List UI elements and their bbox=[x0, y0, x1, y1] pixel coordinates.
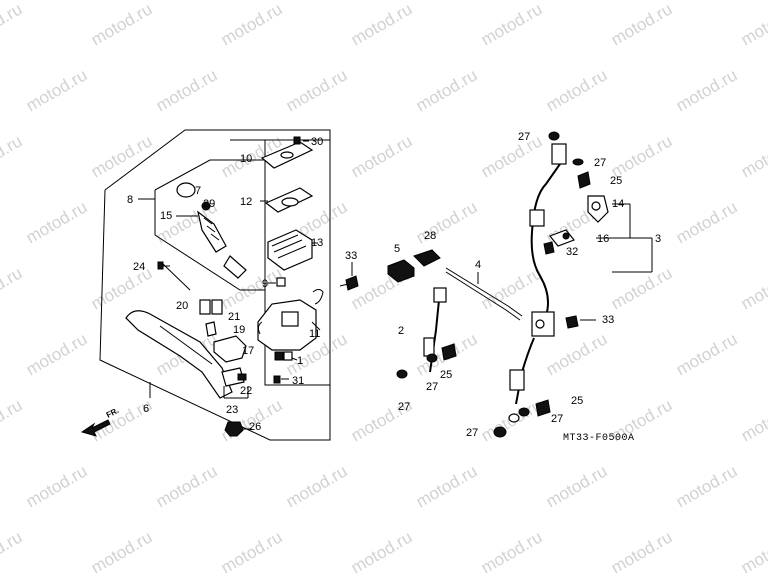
callout-27-bottom: 27 bbox=[466, 427, 478, 439]
master-cylinder-assembly: FR. bbox=[80, 129, 331, 441]
watermark-text: motod.ru bbox=[348, 0, 416, 49]
watermark-text: motod.ru bbox=[218, 0, 286, 49]
watermark-text: motod.ru bbox=[673, 461, 741, 511]
callout-24: 24 bbox=[133, 261, 145, 273]
watermark-text: motod.ru bbox=[23, 197, 91, 247]
watermark-text: motod.ru bbox=[348, 131, 416, 181]
callout-27-top: 27 bbox=[518, 131, 530, 143]
watermark-text: motod.ru bbox=[88, 527, 156, 576]
watermark-text: motod.ru bbox=[413, 197, 481, 247]
callout-27-mid: 27 bbox=[426, 381, 438, 393]
callout-29: 29 bbox=[203, 198, 215, 210]
watermark-text: motod.ru bbox=[23, 65, 91, 115]
watermark-text: motod.ru bbox=[0, 0, 25, 49]
callout-27-upper: 27 bbox=[594, 157, 606, 169]
callout-25-upper: 25 bbox=[610, 175, 622, 187]
callout-1: 1 bbox=[297, 355, 303, 367]
callout-27-left: 27 bbox=[398, 401, 410, 413]
watermark-text: motod.ru bbox=[0, 527, 25, 576]
callout-5: 5 bbox=[394, 243, 400, 255]
watermark-text: motod.ru bbox=[478, 263, 546, 313]
callout-27-lower: 27 bbox=[551, 413, 563, 425]
callout-15: 15 bbox=[160, 210, 172, 222]
callout-26: 26 bbox=[249, 421, 261, 433]
callout-25-lower: 25 bbox=[571, 395, 583, 407]
watermark-text: motod.ru bbox=[23, 329, 91, 379]
watermark-text: motod.ru bbox=[88, 131, 156, 181]
watermark-text: motod.ru bbox=[478, 131, 546, 181]
callout-labels: 30 10 7 8 29 12 15 13 33 24 9 20 21 19 1… bbox=[127, 131, 661, 439]
callout-25-mid: 25 bbox=[440, 369, 452, 381]
callout-12: 12 bbox=[240, 196, 252, 208]
brake-hose-assembly bbox=[396, 131, 653, 438]
watermark-text: motod.ru bbox=[738, 527, 768, 576]
clamp-parts bbox=[339, 249, 441, 291]
callout-10: 10 bbox=[240, 153, 252, 165]
callout-11: 11 bbox=[309, 328, 320, 340]
callout-20: 20 bbox=[176, 300, 188, 312]
callout-16: 16 bbox=[597, 233, 609, 245]
watermark-text: motod.ru bbox=[478, 0, 546, 49]
watermark-text: motod.ru bbox=[608, 263, 676, 313]
callout-19: 19 bbox=[233, 324, 245, 336]
watermark-text: motod.ru bbox=[673, 329, 741, 379]
watermark-text: motod.ru bbox=[283, 65, 351, 115]
callout-31: 31 bbox=[292, 375, 304, 387]
callout-23: 23 bbox=[226, 404, 238, 416]
callout-7: 7 bbox=[195, 185, 201, 197]
callout-4: 4 bbox=[475, 259, 481, 271]
watermark-text: motod.ru bbox=[88, 263, 156, 313]
callout-9: 9 bbox=[262, 278, 268, 290]
watermark-text: motod.ru bbox=[543, 329, 611, 379]
callout-21: 21 bbox=[228, 311, 240, 323]
watermark-text: motod.ru bbox=[348, 527, 416, 576]
callout-6: 6 bbox=[143, 403, 149, 415]
watermark-text: motod.ru bbox=[413, 65, 481, 115]
callout-8: 8 bbox=[127, 194, 133, 206]
watermark-text: motod.ru bbox=[218, 527, 286, 576]
callout-2: 2 bbox=[398, 325, 404, 337]
watermark-text: motod.ru bbox=[673, 197, 741, 247]
callout-30: 30 bbox=[311, 136, 323, 148]
callout-14: 14 bbox=[612, 198, 624, 210]
watermark-text: motod.ru bbox=[738, 0, 768, 49]
callout-17: 17 bbox=[242, 345, 254, 357]
watermark-text: motod.ru bbox=[153, 461, 221, 511]
watermark-text: motod.ru bbox=[478, 527, 546, 576]
diagram-code: MT33-F0500A bbox=[563, 433, 635, 444]
callout-13: 13 bbox=[311, 237, 323, 249]
watermark-text: motod.ru bbox=[0, 395, 25, 445]
callout-22: 22 bbox=[240, 385, 252, 397]
watermark-text: motod.ru bbox=[608, 131, 676, 181]
watermark-text: motod.ru bbox=[153, 65, 221, 115]
callout-28: 28 bbox=[424, 230, 436, 242]
callout-33-top: 33 bbox=[345, 250, 357, 262]
watermark-text: motod.ru bbox=[0, 131, 25, 181]
watermark-text: motod.ru bbox=[413, 461, 481, 511]
watermark-text: motod.ru bbox=[0, 263, 25, 313]
watermark-text: motod.ru bbox=[88, 0, 156, 49]
watermark-text: motod.ru bbox=[608, 0, 676, 49]
watermark-text: motod.ru bbox=[673, 65, 741, 115]
watermark-text: motod.ru bbox=[608, 527, 676, 576]
watermark-text: motod.ru bbox=[543, 65, 611, 115]
watermark-text: motod.ru bbox=[738, 395, 768, 445]
watermark-text: motod.ru bbox=[23, 461, 91, 511]
callout-3: 3 bbox=[655, 233, 661, 245]
watermark-text: motod.ru bbox=[738, 131, 768, 181]
callout-33-right: 33 bbox=[602, 314, 614, 326]
callout-32: 32 bbox=[566, 246, 578, 258]
watermark-text: motod.ru bbox=[738, 263, 768, 313]
watermark-text: motod.ru bbox=[283, 461, 351, 511]
watermark-text: motod.ru bbox=[543, 461, 611, 511]
